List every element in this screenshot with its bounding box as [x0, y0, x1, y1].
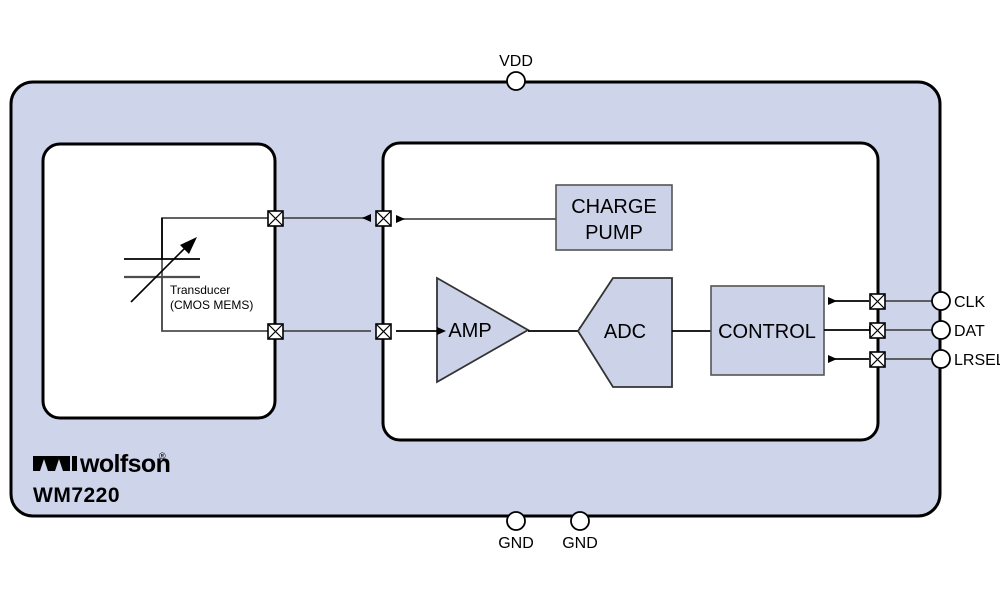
bond-pad-x-icon	[375, 323, 392, 340]
amp-label: AMP	[448, 320, 491, 342]
transducer-label-line2: (CMOS MEMS)	[170, 298, 253, 312]
transducer-label-line1: Transducer	[170, 283, 230, 297]
adc-label: ADC	[604, 321, 646, 343]
pin-gnd-2-label: GND	[562, 535, 598, 552]
brand-chevrons-mark	[33, 456, 77, 471]
charge-pump-label-line1: CHARGE	[571, 196, 657, 218]
control-label: CONTROL	[718, 321, 816, 343]
pin-dat[interactable]	[931, 320, 951, 340]
pin-lrsel[interactable]	[931, 349, 951, 369]
charge-pump-label-line2: PUMP	[585, 222, 643, 244]
pin-dat-label: DAT	[954, 323, 985, 340]
pin-lrsel-label: LRSEL	[954, 352, 1000, 369]
charge-pump-block[interactable]	[555, 184, 673, 251]
pin-clk-label: CLK	[954, 294, 985, 311]
bond-pad-x-icon	[869, 351, 886, 368]
pin-vdd[interactable]	[506, 71, 526, 91]
pin-gnd-2[interactable]	[570, 511, 590, 531]
bond-pad-x-icon	[267, 323, 284, 340]
bond-pad-x-icon	[869, 322, 886, 339]
variable-capacitor-icon	[124, 218, 200, 331]
mems-die-outline	[41, 142, 277, 420]
adc-block[interactable]	[576, 277, 673, 388]
control-block[interactable]	[710, 285, 825, 376]
brand-trademark-symbol: ®	[159, 451, 166, 461]
pin-gnd-1-label: GND	[498, 535, 534, 552]
pin-clk[interactable]	[931, 291, 951, 311]
part-number-label: WM7220	[33, 484, 120, 507]
pin-gnd-1[interactable]	[506, 511, 526, 531]
bond-pad-x-icon	[267, 210, 284, 227]
pin-vdd-label: VDD	[499, 53, 533, 70]
transducer-wiring	[161, 217, 275, 332]
brand-wordmark: wolfson	[79, 450, 170, 478]
bond-pad-x-icon	[869, 293, 886, 310]
bond-pad-x-icon	[375, 210, 392, 227]
